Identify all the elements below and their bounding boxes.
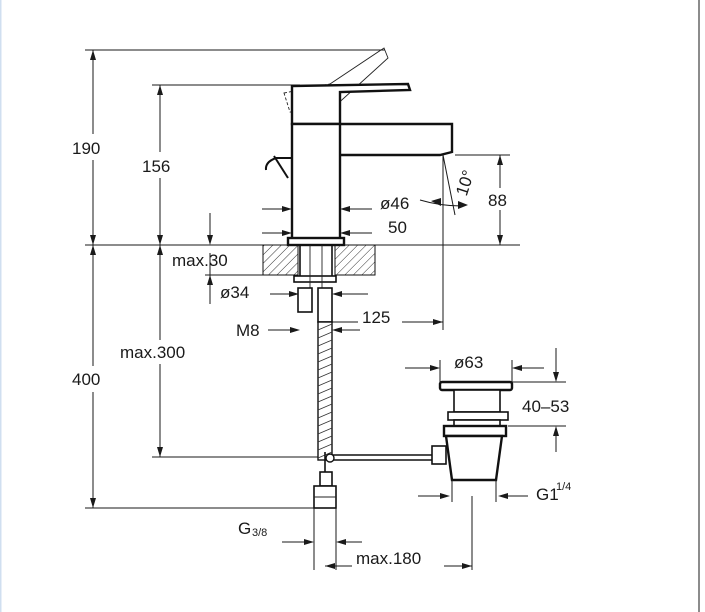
dimension-label-o63: ø63 bbox=[454, 353, 483, 372]
flexible-hose bbox=[313, 321, 337, 509]
dimension-max180: max.180 bbox=[325, 496, 473, 570]
dimension-o63: ø63 bbox=[405, 353, 544, 382]
dimension-label-o46: ø46 bbox=[380, 194, 409, 213]
mounting-assembly bbox=[293, 245, 337, 323]
dimension-o34: ø34 bbox=[209, 282, 368, 304]
dimension-190: 190 bbox=[70, 50, 110, 245]
dimension-label-g: G bbox=[238, 519, 251, 538]
dimension-10-degree: 10° bbox=[419, 154, 478, 216]
dimension-label-o34: ø34 bbox=[220, 283, 249, 302]
countertop-right bbox=[334, 244, 376, 276]
dimension-max30: max.30 bbox=[172, 213, 265, 285]
dimension-label-190: 190 bbox=[72, 139, 100, 158]
dimension-50: 50 bbox=[262, 218, 407, 237]
mounting-nut bbox=[293, 275, 337, 283]
lever-handle bbox=[290, 82, 412, 126]
dimension-label-156: 156 bbox=[142, 157, 170, 176]
dimension-max300: max.300 bbox=[118, 245, 208, 457]
stud-bolt bbox=[297, 287, 313, 313]
dimension-label-g1: G1 bbox=[536, 485, 559, 504]
waste-tailpiece-nut bbox=[442, 424, 508, 438]
dimension-125: 125 bbox=[322, 155, 444, 330]
dimension-label-50: 50 bbox=[388, 218, 407, 237]
waste-tailpiece bbox=[444, 434, 504, 482]
dimension-g1-quarter: G1 1/4 bbox=[418, 480, 571, 504]
waste-locknut bbox=[447, 411, 509, 421]
faucet-body bbox=[264, 47, 454, 247]
dimension-label-max180: max.180 bbox=[356, 549, 421, 568]
hose-ferrule bbox=[319, 471, 333, 487]
dimension-label-40-53: 40–53 bbox=[522, 397, 569, 416]
dimension-g3-8: G 3/8 bbox=[238, 508, 362, 570]
dimension-label-10deg: 10° bbox=[452, 168, 478, 198]
spout bbox=[340, 122, 454, 157]
dimension-label-max30: max.30 bbox=[172, 251, 228, 270]
dimension-o46: ø46 bbox=[262, 194, 409, 213]
waste-assembly bbox=[431, 380, 514, 482]
hose-connector bbox=[317, 287, 333, 323]
dimension-m8: M8 bbox=[236, 321, 360, 340]
dimension-label-125: 125 bbox=[362, 308, 390, 327]
dimension-label-400: 400 bbox=[72, 370, 100, 389]
popup-linkage bbox=[325, 453, 432, 463]
dimension-label-m8: M8 bbox=[236, 321, 260, 340]
countertop-left bbox=[262, 244, 299, 276]
dimension-label-88: 88 bbox=[488, 191, 507, 210]
dimension-label-max300: max.300 bbox=[120, 343, 185, 362]
countertop bbox=[262, 244, 376, 276]
dimension-40-53: 40–53 bbox=[508, 348, 569, 452]
waste-flange bbox=[438, 380, 514, 392]
dimension-88: 88 bbox=[455, 154, 518, 245]
waste-body-upper bbox=[453, 389, 501, 413]
faucet-column bbox=[290, 122, 342, 242]
popup-rod bbox=[273, 155, 289, 179]
dimension-156: 156 bbox=[140, 85, 184, 245]
dimension-label-g-fraction: 3/8 bbox=[252, 527, 267, 539]
waste-popup-joint bbox=[431, 445, 447, 465]
dimension-400: 400 bbox=[70, 245, 110, 508]
faucet-base bbox=[286, 236, 346, 247]
dimension-label-g1-fraction: 1/4 bbox=[556, 481, 571, 493]
